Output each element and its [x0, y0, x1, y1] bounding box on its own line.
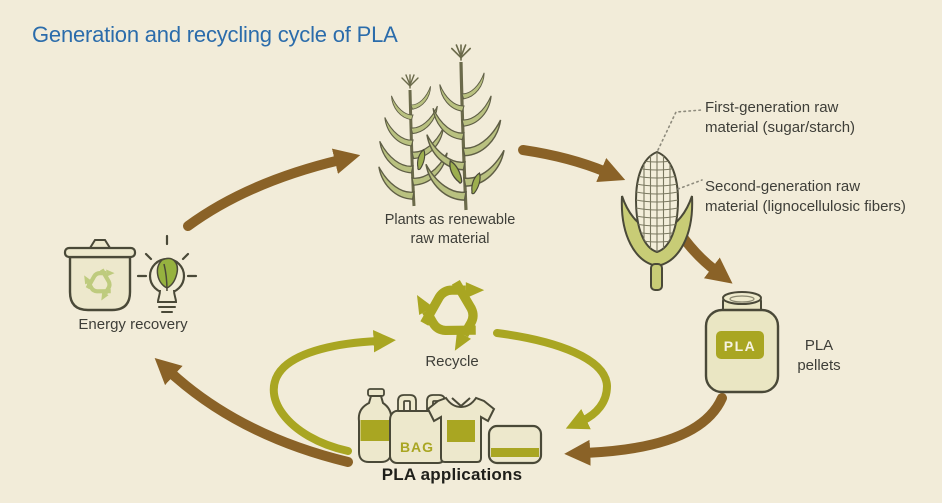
waste-bin-icon — [63, 239, 137, 312]
arrow-energy-to-plants — [183, 148, 361, 231]
corn-plants-icon — [377, 44, 506, 211]
arrow-pellets-to-applications — [564, 393, 727, 466]
recycle-icon — [410, 278, 492, 354]
first-generation-line2: material (sugar/starch) — [705, 118, 856, 136]
corn-cob-icon — [620, 150, 694, 291]
tshirt-icon — [426, 396, 496, 463]
arrow-plants-to-corn — [518, 145, 626, 183]
pla-pellets-line2: pellets — [797, 356, 841, 374]
container-icon — [487, 424, 543, 465]
energy-recovery-label: Energy recovery — [78, 316, 188, 333]
bulb-leaf-icon — [136, 234, 198, 313]
plants-label-line1: Plants as renewable — [384, 212, 516, 228]
jar-pla-text: PLA — [724, 338, 757, 354]
arrow-recycle-to-applications — [493, 329, 612, 430]
plants-label-line2: raw material — [410, 230, 490, 247]
pla-pellets-line1: PLA — [804, 337, 834, 354]
pla-applications-label: PLA applications — [381, 465, 523, 484]
diagram-title: Generation and recycling cycle of PLA — [32, 22, 398, 47]
pla-pellets-label: PLA pellets — [780, 336, 858, 375]
pla-jar-icon: PLA — [704, 291, 780, 394]
first-generation-label: First-generation raw material (sugar/sta… — [705, 98, 855, 137]
bottle-icon — [357, 388, 393, 463]
recycle-label: Recycle — [425, 353, 479, 370]
plants-label: Plants as renewable raw material — [360, 211, 540, 249]
second-generation-line2: material (lignocellulosic fibers) — [705, 197, 906, 215]
second-generation-line1: Second-generation raw — [705, 178, 861, 195]
arrow-applications-to-energy — [154, 357, 353, 467]
dotted-line-first-gen — [657, 109, 703, 151]
dotted-line-second-gen — [677, 179, 703, 190]
first-generation-line1: First-generation raw — [705, 99, 839, 116]
bag-text: BAG — [400, 439, 434, 455]
callout-dotted-lines — [657, 109, 703, 190]
second-generation-label: Second-generation raw material (lignocel… — [705, 177, 906, 216]
pla-applications-icons: BAG — [357, 388, 543, 465]
arrow-applications-to-recycle — [269, 330, 396, 455]
bulb-rays — [136, 234, 198, 278]
